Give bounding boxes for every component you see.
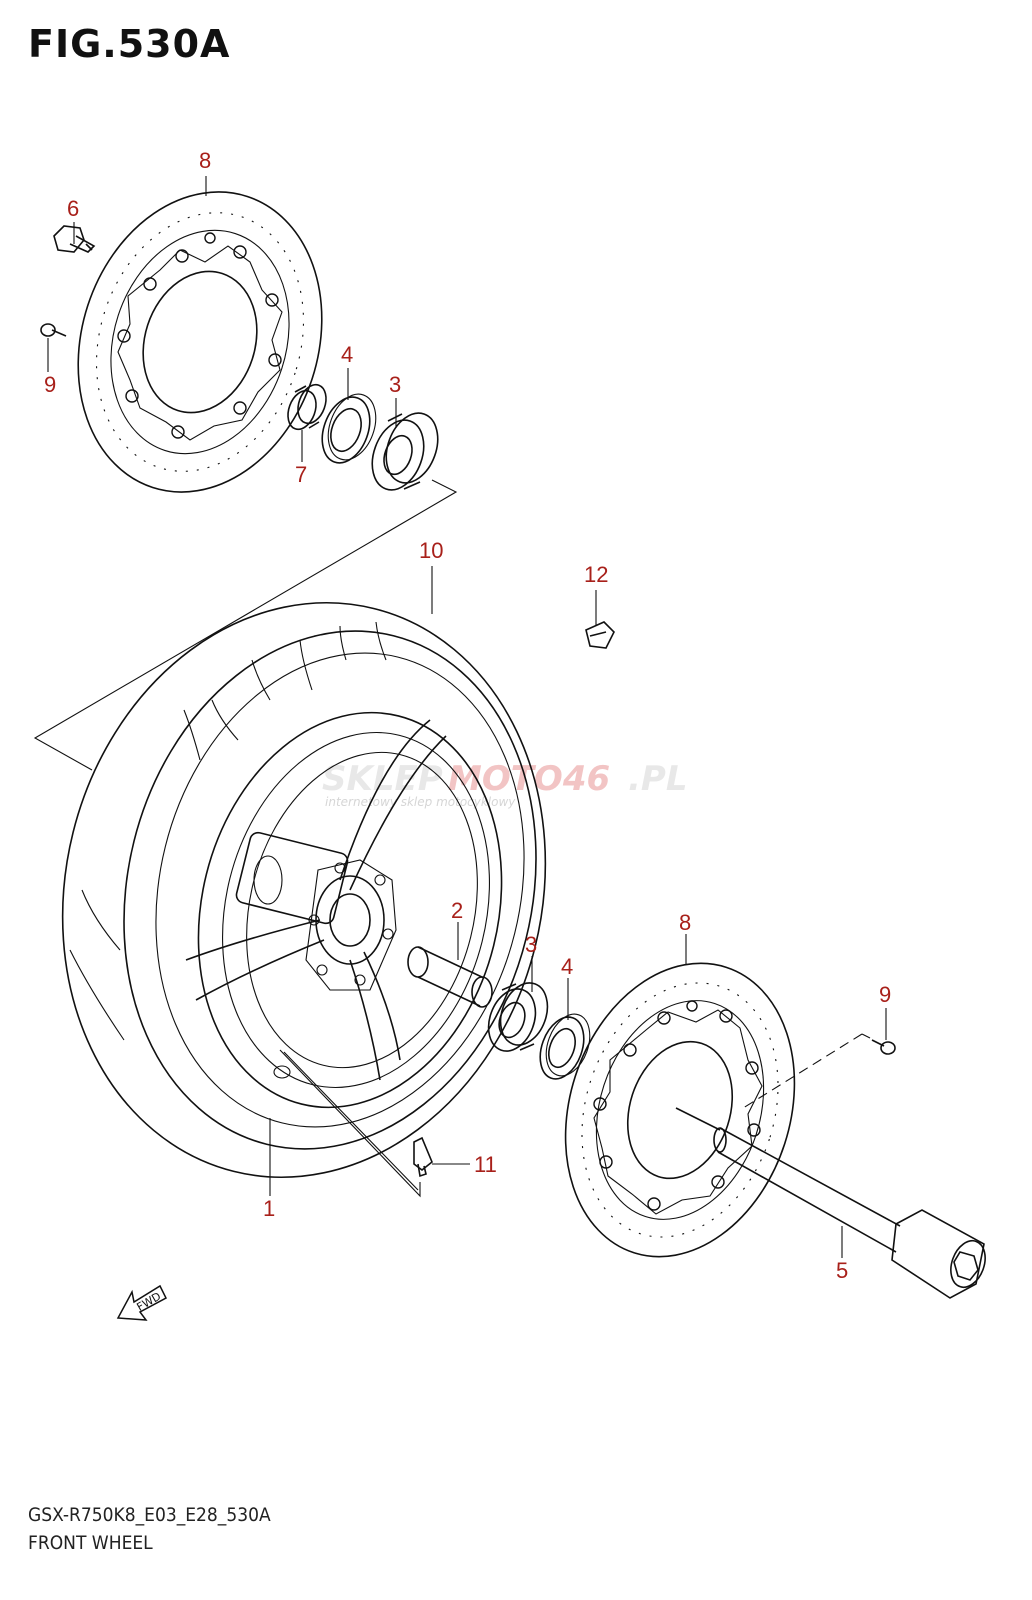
watermark-brand-suffix: .PL — [628, 759, 688, 799]
front-tire — [61, 601, 547, 1179]
callout-8-lower: 8 — [679, 910, 691, 935]
forward-direction-arrow: FWD — [116, 1284, 167, 1321]
assembly-guide-lines — [33, 479, 458, 1198]
callout-8-upper: 8 — [199, 148, 211, 173]
model-code: GSX-R750K8_E03_E28_530A — [28, 1504, 271, 1526]
axle-spacer — [407, 946, 493, 1008]
leader-lines — [47, 176, 887, 1258]
bearing-lower — [487, 982, 549, 1052]
section-name: FRONT WHEEL — [28, 1532, 153, 1554]
callout-7: 7 — [295, 462, 307, 487]
callout-3-lower: 3 — [525, 932, 537, 957]
callout-3-upper: 3 — [389, 372, 401, 397]
balance-weight — [585, 621, 615, 649]
callout-numbers: 8 6 9 4 3 7 10 12 2 3 4 8 9 11 1 5 — [44, 148, 891, 1283]
callout-1: 1 — [263, 1196, 275, 1221]
brake-disc-left — [77, 191, 323, 493]
screw-guide-line — [739, 1033, 871, 1111]
callout-4-upper: 4 — [341, 342, 353, 367]
callout-6: 6 — [67, 196, 79, 221]
watermark: SKLEP MOTO46 .PL internetowy sklep motoc… — [322, 759, 688, 809]
disc-screw-right — [871, 1039, 896, 1055]
callout-5: 5 — [836, 1258, 848, 1283]
callout-4-lower: 4 — [561, 954, 573, 979]
oil-seal-upper — [321, 393, 377, 464]
bearing-upper — [371, 412, 439, 491]
spacer-ring — [287, 383, 327, 431]
figure-title: FIG.530A — [28, 22, 231, 66]
brake-disc-right — [564, 962, 796, 1258]
callout-9-lower: 9 — [879, 982, 891, 1007]
front-wheel-rim — [185, 711, 503, 1109]
callout-9-upper: 9 — [44, 372, 56, 397]
front-axle — [675, 1107, 986, 1299]
tire-valve — [413, 1136, 433, 1178]
callout-2: 2 — [451, 898, 463, 923]
callout-12: 12 — [584, 562, 608, 587]
callout-10: 10 — [419, 538, 443, 563]
callout-11: 11 — [474, 1152, 497, 1177]
oil-seal-lower — [539, 1013, 591, 1080]
axle-pinch-bolt — [53, 225, 96, 253]
disc-screw-left — [40, 323, 67, 337]
